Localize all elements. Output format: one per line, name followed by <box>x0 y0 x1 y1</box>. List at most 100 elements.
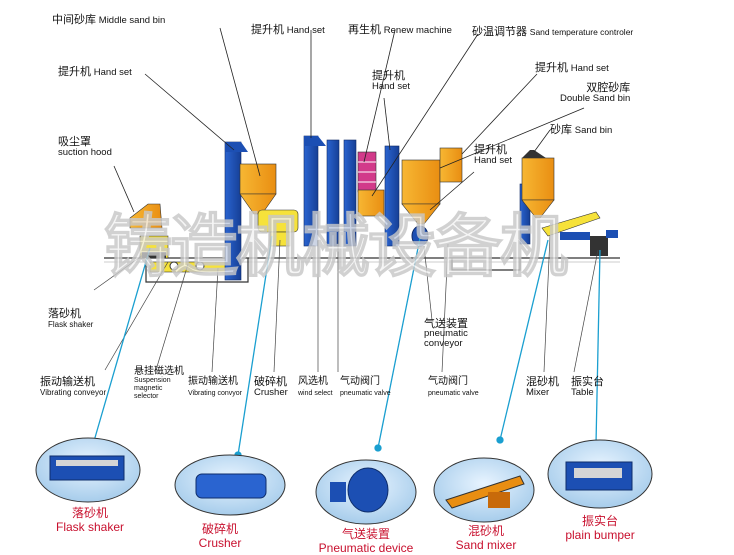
label-cn: 吸尘罩 <box>58 135 91 148</box>
label-vibrating-conveyor-2: 振动输送机 Vibrating convyor <box>188 376 242 398</box>
label-sand-bin: 砂库 Sand bin <box>550 124 612 136</box>
caption-cn: 落砂机 <box>71 506 108 520</box>
label-cn: 振动输送机 <box>188 376 238 387</box>
crusher-machine <box>257 209 299 247</box>
suction-hood <box>129 203 163 229</box>
pit-outline <box>145 258 521 283</box>
label-cn: 提升机 <box>372 69 405 82</box>
label-cn: 落砂机 <box>48 307 81 320</box>
label-en: Flask shaker <box>48 320 94 329</box>
renew-machine-unit <box>357 151 377 193</box>
label-en: pneumatic conveyor <box>424 328 468 349</box>
caption-cn: 气送装置 <box>341 527 390 541</box>
label-cn: 提升机 <box>535 61 568 74</box>
watermark-text: 铸造机械设备机 <box>104 208 568 287</box>
label-cn: 风选机 <box>298 376 328 387</box>
elevator-2 <box>303 135 326 247</box>
elevator-3 <box>326 139 357 247</box>
label-suspension-selector: 悬挂磁选机 Suspension magnetic selector <box>134 366 184 401</box>
label-hand-set-3: 提升机 Hand set <box>474 144 512 166</box>
sand-temperature-controller-unit <box>357 189 385 217</box>
label-suction-hood: 吸尘罩 suction hood <box>58 136 112 158</box>
label-en: suction hood <box>58 147 112 158</box>
caption-flask-shaker: 落砂机 Flask shaker <box>40 506 140 534</box>
label-en: Table <box>571 387 594 398</box>
lower-leader-lines <box>93 235 599 373</box>
label-cn: 振动输送机 <box>40 375 95 388</box>
thumbnail-sand-mixer <box>433 457 535 523</box>
pneumatic-conveyor-vessel <box>411 225 429 247</box>
label-double-sand-bin: 双腔砂库 Double Sand bin <box>560 82 630 104</box>
label-hand-set-2: 提升机 Hand set <box>372 70 410 92</box>
label-vibrating-conveyor: 振动输送机 Vibrating conveyor <box>40 376 106 398</box>
label-middle-sand-bin: 中间砂库 Middle sand bin <box>52 14 165 26</box>
label-en: pneumatic valve <box>428 390 479 397</box>
label-cn: 提升机 <box>58 65 91 78</box>
caption-crusher: 破碎机 Crusher <box>180 522 260 550</box>
label-pneumatic-valve-2: 气动阀门 pneumatic valve <box>428 376 479 398</box>
label-cn: 振实台 <box>571 375 604 388</box>
label-en: Sand temperature controler <box>529 27 634 37</box>
label-cn: 气动阀门 <box>340 376 380 387</box>
label-en: Vibrating conveyor <box>40 388 107 397</box>
sand-bin-machine <box>521 150 555 219</box>
label-cn: 混砂机 <box>526 375 559 388</box>
caption-en: plain bumper <box>565 528 635 542</box>
middle-sand-bin-machine <box>239 163 277 215</box>
label-cn: 破碎机 <box>254 375 287 388</box>
label-en: Hand set <box>372 81 411 92</box>
label-mixer: 混砂机 Mixer <box>526 376 559 398</box>
label-cn: 悬挂磁选机 <box>134 366 184 377</box>
label-en: Hand set <box>286 25 325 36</box>
label-cn: 气送装置 <box>424 317 468 330</box>
label-crusher: 破碎机 Crusher <box>254 376 288 398</box>
label-en: Mixer <box>526 387 550 398</box>
label-en: Hand set <box>474 155 513 166</box>
label-en: Renew machine <box>383 25 452 36</box>
label-cn: 双腔砂库 <box>586 81 631 94</box>
label-renew-machine: 再生机 Renew machine <box>348 24 452 36</box>
label-sand-temperature-controller: 砂温调节器 Sand temperature controler <box>472 26 633 38</box>
caption-en: Pneumatic device <box>318 541 414 555</box>
label-en: Vibrating convyor <box>188 390 242 397</box>
caption-cn: 破碎机 <box>201 522 238 536</box>
label-en: Hand set <box>93 67 132 78</box>
caption-pneumatic-device: 气送装置 Pneumatic device <box>306 527 426 555</box>
label-cn: 气动阀门 <box>428 376 468 387</box>
label-en: Crusher <box>254 387 288 398</box>
thumbnail-crusher <box>174 454 286 516</box>
label-en: Double Sand bin <box>560 93 631 104</box>
thumbnail-pneumatic <box>315 459 417 525</box>
label-cn: 提升机 <box>251 23 284 36</box>
caption-sand-mixer: 混砂机 Sand mixer <box>438 524 534 552</box>
label-pneumatic-valve: 气动阀门 pneumatic valve <box>340 376 391 398</box>
caption-cn: 混砂机 <box>467 524 504 538</box>
leader-lines <box>113 27 585 213</box>
label-en: pneumatic valve <box>340 390 391 397</box>
label-table: 振实台 Table <box>571 376 604 398</box>
label-en: wind select <box>298 390 333 397</box>
label-hand-set-right: 提升机 Hand set <box>535 62 609 74</box>
label-pneumatic-conveyor: 气送装置 pneumatic conveyor <box>424 318 484 349</box>
label-en: Suspension magnetic selector <box>134 377 171 400</box>
label-cn: 提升机 <box>474 143 507 156</box>
label-flask-shaker: 落砂机 Flask shaker <box>48 308 93 330</box>
label-hand-set-left: 提升机 Hand set <box>58 66 132 78</box>
vibrating-conveyor-machine <box>149 261 231 273</box>
caption-cn: 振实台 <box>581 514 618 528</box>
caption-plain-bumper: 振实台 plain bumper <box>550 514 650 542</box>
label-hand-set-1: 提升机 Hand set <box>251 24 325 36</box>
mixer-machine <box>541 211 601 240</box>
label-cn: 中间砂库 <box>52 13 96 26</box>
label-en: Sand bin <box>574 125 613 136</box>
caption-en: Crusher <box>198 536 242 550</box>
label-cn: 砂库 <box>550 123 572 136</box>
elevator-left <box>224 141 248 281</box>
label-en: Middle sand bin <box>98 15 166 26</box>
label-cn: 再生机 <box>348 23 381 36</box>
double-sand-bin-machine <box>401 147 463 225</box>
label-cn: 砂温调节器 <box>472 25 527 38</box>
label-wind-select: 风选机 wind select <box>298 376 333 398</box>
